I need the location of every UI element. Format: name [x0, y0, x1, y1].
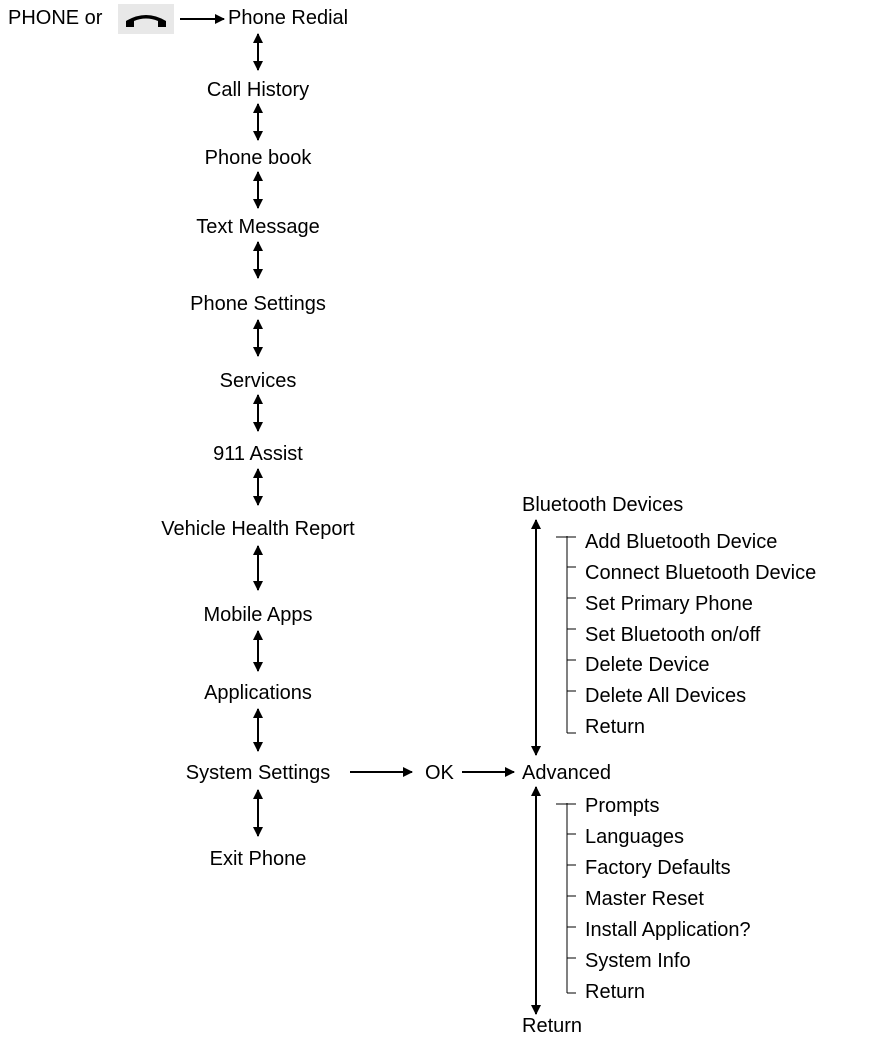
bluetooth-item: Set Bluetooth on/off: [585, 624, 761, 646]
bluetooth-item: Add Bluetooth Device: [585, 531, 777, 553]
advanced-title: Advanced: [522, 762, 611, 784]
bluetooth-devices-title: Bluetooth Devices: [522, 494, 683, 516]
bluetooth-ticks: [567, 566, 576, 692]
bottom-return-label: Return: [522, 1015, 582, 1037]
menu-item-phone-book: Phone book: [205, 147, 313, 169]
handset-icon: [118, 4, 174, 34]
advanced-items: Prompts Languages Factory Defaults Maste…: [585, 795, 751, 1003]
advanced-item: Languages: [585, 826, 684, 848]
main-menu: Phone Redial Call History Phone book Tex…: [161, 7, 355, 870]
bluetooth-item: Connect Bluetooth Device: [585, 562, 816, 584]
advanced-item: Master Reset: [585, 888, 704, 910]
menu-item-phone-settings: Phone Settings: [190, 293, 326, 315]
menu-item-system-settings: System Settings: [186, 762, 331, 784]
bluetooth-item: Delete All Devices: [585, 685, 746, 707]
menu-item-vehicle-health-report: Vehicle Health Report: [161, 518, 355, 540]
menu-item-call-history: Call History: [207, 79, 309, 101]
menu-item-applications: Applications: [204, 682, 312, 704]
menu-item-phone-redial: Phone Redial: [228, 7, 348, 29]
ok-label: OK: [425, 762, 455, 784]
menu-item-911-assist: 911 Assist: [213, 443, 303, 465]
bluetooth-item: Return: [585, 716, 645, 738]
advanced-item: Return: [585, 981, 645, 1003]
bluetooth-item: Delete Device: [585, 654, 710, 676]
bluetooth-items: Add Bluetooth Device Connect Bluetooth D…: [585, 531, 816, 738]
menu-item-mobile-apps: Mobile Apps: [204, 604, 313, 626]
advanced-item: System Info: [585, 950, 691, 972]
bluetooth-item: Set Primary Phone: [585, 593, 753, 615]
menu-item-services: Services: [220, 370, 297, 392]
start-label: PHONE or: [8, 7, 103, 29]
advanced-item: Prompts: [585, 795, 659, 817]
menu-item-text-message: Text Message: [196, 216, 319, 238]
advanced-ticks: [567, 833, 576, 959]
menu-item-exit-phone: Exit Phone: [210, 848, 307, 870]
advanced-item: Factory Defaults: [585, 857, 731, 879]
advanced-item: Install Application?: [585, 919, 751, 941]
